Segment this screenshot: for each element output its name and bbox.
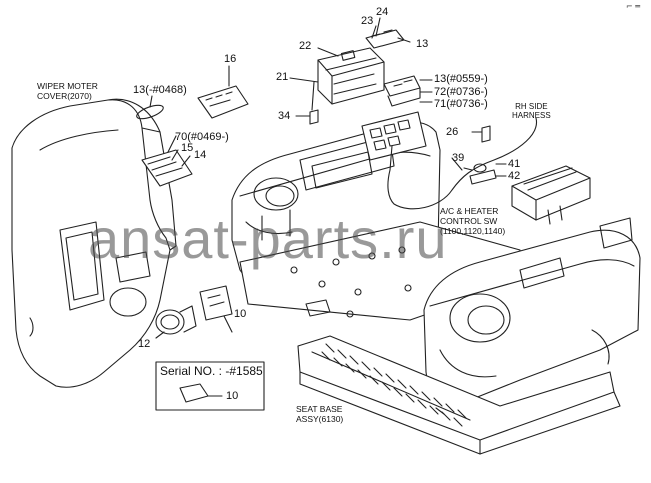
screw-34	[295, 109, 319, 125]
side-switches	[383, 75, 433, 107]
ac-heater-control-box	[511, 165, 591, 225]
callout-13-0559: 13(#0559-)	[434, 73, 488, 85]
callout-21: 21	[276, 71, 289, 83]
note-rh-side-harness: RH SIDE HARNESS	[512, 102, 551, 120]
callout-10-serial: 10	[226, 390, 239, 402]
socket-10	[199, 285, 233, 333]
serial-box	[155, 361, 265, 411]
wiper-motor-cover	[11, 98, 177, 388]
callout-42: 42	[508, 170, 521, 182]
rh-side-harness	[387, 117, 538, 210]
callout-41: 41	[508, 158, 521, 170]
bolt-26	[471, 125, 491, 143]
callout-26: 26	[446, 126, 459, 138]
hour-meter-12	[155, 305, 197, 339]
callout-15: 15	[181, 142, 194, 154]
note-ac-heater-control: A/C & HEATER CONTROL SW (1100,1120,1140)	[440, 206, 506, 236]
note-wiper-motor-cover: WIPER MOTER COVER(2070)	[37, 81, 98, 101]
callout-13-0468: 13(-#0468)	[133, 84, 187, 96]
callout-24: 24	[376, 6, 389, 18]
watermark: ansat-parts.ru	[88, 207, 448, 270]
panel-parts-70-15-14	[141, 135, 193, 187]
callout-34: 34	[278, 110, 291, 122]
callout-23: 23	[361, 15, 374, 27]
corner-mark: ⌐ ═	[626, 2, 641, 11]
bracket-41-42	[463, 163, 507, 185]
callout-39: 39	[452, 152, 465, 164]
callout-71: 71(#0736-)	[434, 98, 488, 110]
seat-base-plate	[297, 335, 621, 455]
switch-panel-16	[197, 65, 249, 119]
top-switch-cluster	[289, 17, 411, 111]
callout-13-top: 13	[416, 38, 429, 50]
callout-72: 72(#0736-)	[434, 86, 488, 98]
ring-13	[136, 95, 164, 120]
callout-12: 12	[138, 338, 151, 350]
callout-70: 70(#0469-)	[175, 131, 229, 143]
leader-lines	[435, 157, 463, 415]
callout-22: 22	[299, 40, 312, 52]
callout-16: 16	[224, 53, 237, 65]
serial-number-label: Serial NO. : -#1585	[160, 364, 263, 378]
callout-10-socket: 10	[234, 308, 247, 320]
callout-14: 14	[194, 149, 207, 161]
note-seat-base: SEAT BASE ASSY(6130)	[296, 404, 344, 424]
